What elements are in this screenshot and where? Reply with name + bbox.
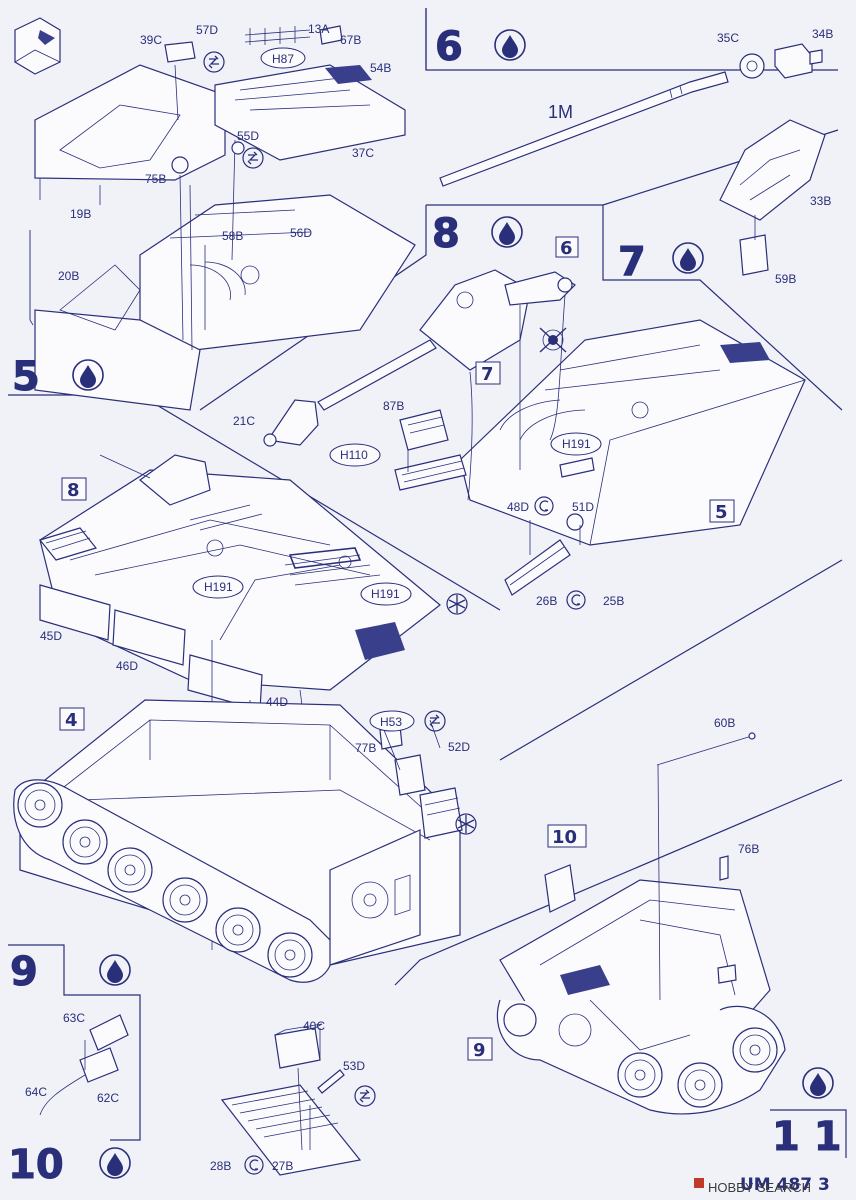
label-H191-c: H191 [371, 587, 400, 601]
step-7-8-diagram [263, 269, 806, 596]
label-53D: 53D [343, 1059, 365, 1073]
footer: UM 487 3 HOBBY SEARCH [694, 1109, 847, 1195]
label-52D: 52D [448, 740, 470, 754]
label-21C: 21C [233, 414, 255, 428]
step-4-diagram [38, 454, 441, 950]
ref-step-10: 10 [552, 827, 577, 848]
label-34B: 34B [812, 27, 833, 41]
label-48D: 48D [507, 500, 529, 514]
label-H110: H110 [340, 448, 368, 462]
label-59B: 59B [775, 272, 796, 286]
label-H191-a: H191 [562, 437, 591, 451]
label-25B: 25B [603, 594, 624, 608]
part-icon-top-left [14, 17, 61, 75]
label-55D: 55D [237, 129, 259, 143]
remove-part-icon [539, 327, 567, 353]
sheet-code: UM 487 3 [740, 1175, 830, 1195]
label-39C: 39C [140, 33, 162, 47]
label-63C: 63C [63, 1011, 85, 1025]
step-5-number: 5 [12, 354, 40, 400]
label-13A: 13A [308, 22, 329, 36]
tracklink-sprue [244, 26, 311, 45]
ref-step-9: 9 [473, 1040, 486, 1061]
callouts [192, 47, 602, 732]
label-58B: 58B [222, 229, 243, 243]
ref-step-5: 5 [715, 502, 728, 523]
step-9-diagram [39, 1014, 129, 1116]
label-1M: 1M [548, 102, 573, 122]
label-28B: 28B [210, 1159, 231, 1173]
label-46D: 46D [116, 659, 138, 673]
watermark-logo-icon [694, 1178, 704, 1188]
label-45D: 45D [40, 629, 62, 643]
label-27B: 27B [272, 1159, 293, 1173]
step-9-number: 9 [10, 949, 38, 995]
ref-step-8: 8 [67, 480, 80, 501]
part-labels: 39C 57D 13A 67B H87 54B 55D 37C 75B 19B … [25, 22, 833, 1173]
ref-step-7: 7 [481, 364, 494, 385]
label-H191-b: H191 [204, 580, 233, 594]
step-10-number: 10 [8, 1142, 64, 1188]
label-37C: 37C [352, 146, 374, 160]
ref-step-6: 6 [560, 238, 573, 259]
label-64C: 64C [25, 1085, 47, 1099]
label-35C: 35C [717, 31, 739, 45]
lower-hull-diagram [13, 699, 463, 983]
label-56D: 56D [290, 226, 312, 240]
label-33B: 33B [810, 194, 831, 208]
panel-dividers [8, 8, 843, 1141]
step-11-number: 1 1 [772, 1114, 842, 1160]
step-badges: 6 8 7 5 9 10 1 1 [8, 24, 843, 1189]
step-references: 6 7 5 8 4 10 9 [59, 236, 735, 1061]
label-H53: H53 [380, 715, 402, 729]
label-20B: 20B [58, 269, 79, 283]
step-11-diagram [496, 732, 786, 1115]
label-57D: 57D [196, 23, 218, 37]
label-67B: 67B [340, 33, 361, 47]
label-77B: 77B [355, 741, 376, 755]
label-75B: 75B [145, 172, 166, 186]
label-H87: H87 [272, 52, 294, 66]
label-62C: 62C [97, 1091, 119, 1105]
label-51D: 51D [572, 500, 594, 514]
watermark-text: HOBBY SEARCH [708, 1180, 811, 1195]
step-7-number: 7 [618, 239, 646, 285]
label-44D: 44D [266, 695, 288, 709]
label-76B: 76B [738, 842, 759, 856]
step-6-diagram [439, 43, 826, 276]
step-6-number: 6 [435, 24, 463, 70]
ref-step-4: 4 [65, 710, 78, 731]
label-54B: 54B [370, 61, 391, 75]
label-26B: 26B [536, 594, 557, 608]
step-10-diagram [220, 1023, 362, 1176]
step-8-number: 8 [432, 211, 460, 257]
label-87B: 87B [383, 399, 404, 413]
label-19B: 19B [70, 207, 91, 221]
label-60B: 60B [714, 716, 735, 730]
label-40C: 40C [303, 1019, 325, 1033]
